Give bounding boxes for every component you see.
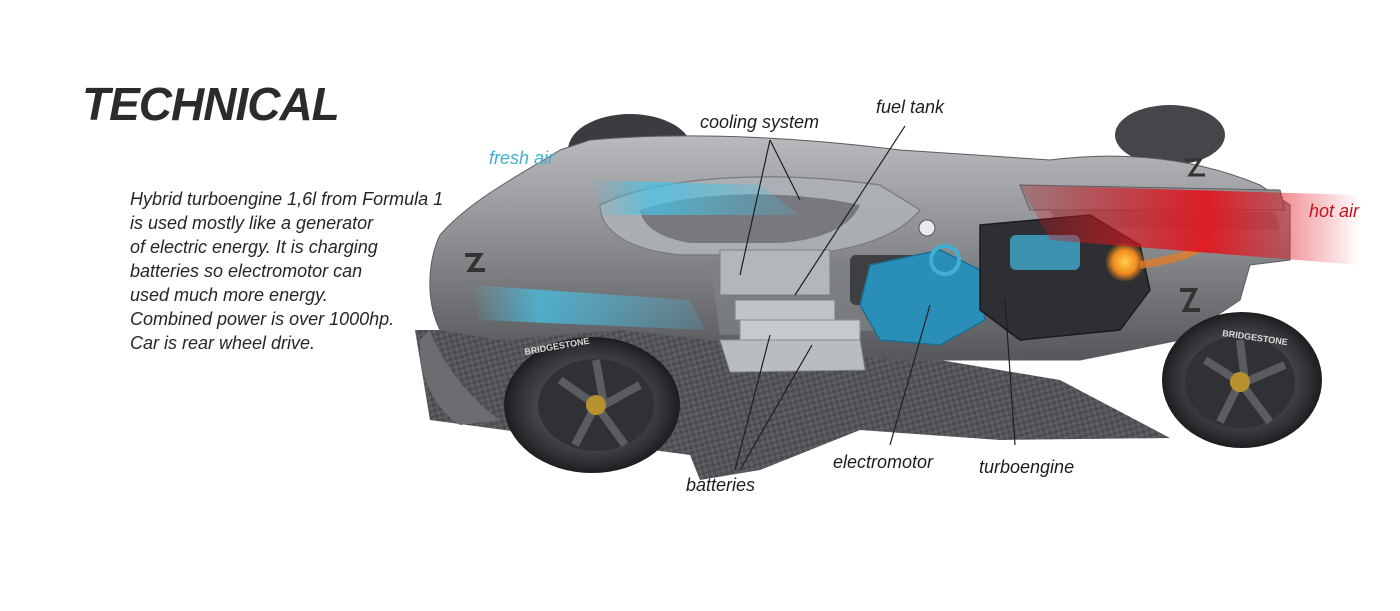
description-line: Car is rear wheel drive. [130, 333, 316, 353]
fresh-air-flow-lower [470, 285, 705, 330]
description-line: of electric energy. It is charging [130, 237, 378, 257]
description-line: batteries so electromotor can [130, 261, 363, 281]
label-turboengine: turboengine [979, 457, 1075, 477]
page-title: TECHNICAL [82, 78, 340, 130]
turbo-glow [1105, 242, 1145, 282]
label-cooling-system: cooling system [700, 112, 820, 132]
cooling-radiator [719, 249, 831, 296]
cooling-radiator-lower [734, 299, 836, 321]
label-fuel-tank: fuel tank [876, 97, 945, 117]
electromotor-ring [929, 244, 961, 276]
description-line: used much more energy. [130, 285, 328, 305]
turbo-housing [1010, 235, 1080, 270]
electromotor-unit [859, 249, 986, 346]
label-electromotor: electromotor [833, 452, 934, 472]
label-batteries: batteries [686, 475, 756, 495]
label-fresh-air: fresh air [489, 148, 555, 168]
leader-cooling-1 [739, 139, 771, 276]
leader-batteries-2 [739, 344, 813, 471]
leader-fuel-tank [794, 125, 906, 296]
description-line: Hybrid turboengine 1,6l from Formula 1 [130, 189, 444, 209]
leader-lines [734, 125, 1016, 471]
front-nose [419, 330, 500, 425]
description-line: is used mostly like a generator [130, 213, 374, 233]
fresh-air-flow-upper [590, 180, 800, 215]
rear-logo-mark [1180, 288, 1200, 312]
front-tire [504, 337, 680, 473]
leader-batteries-1 [734, 334, 771, 471]
rear-tire [1162, 312, 1322, 448]
e-badge [918, 219, 936, 237]
description-text: Hybrid turboengine 1,6l from Formula 1 i… [130, 187, 443, 355]
rear-right-tire [1115, 105, 1225, 165]
battery-pack-lower [719, 339, 866, 373]
description-line: Combined power is over 1000hp. [130, 309, 395, 329]
leader-cooling-2 [769, 139, 801, 201]
body-logo-mark [465, 253, 485, 272]
label-hot-air: hot air [1309, 201, 1360, 221]
leader-turboengine [1004, 299, 1016, 446]
leader-electromotor [889, 304, 931, 446]
hot-air-flow [1020, 185, 1360, 265]
wing-logo-mark [1185, 158, 1205, 177]
